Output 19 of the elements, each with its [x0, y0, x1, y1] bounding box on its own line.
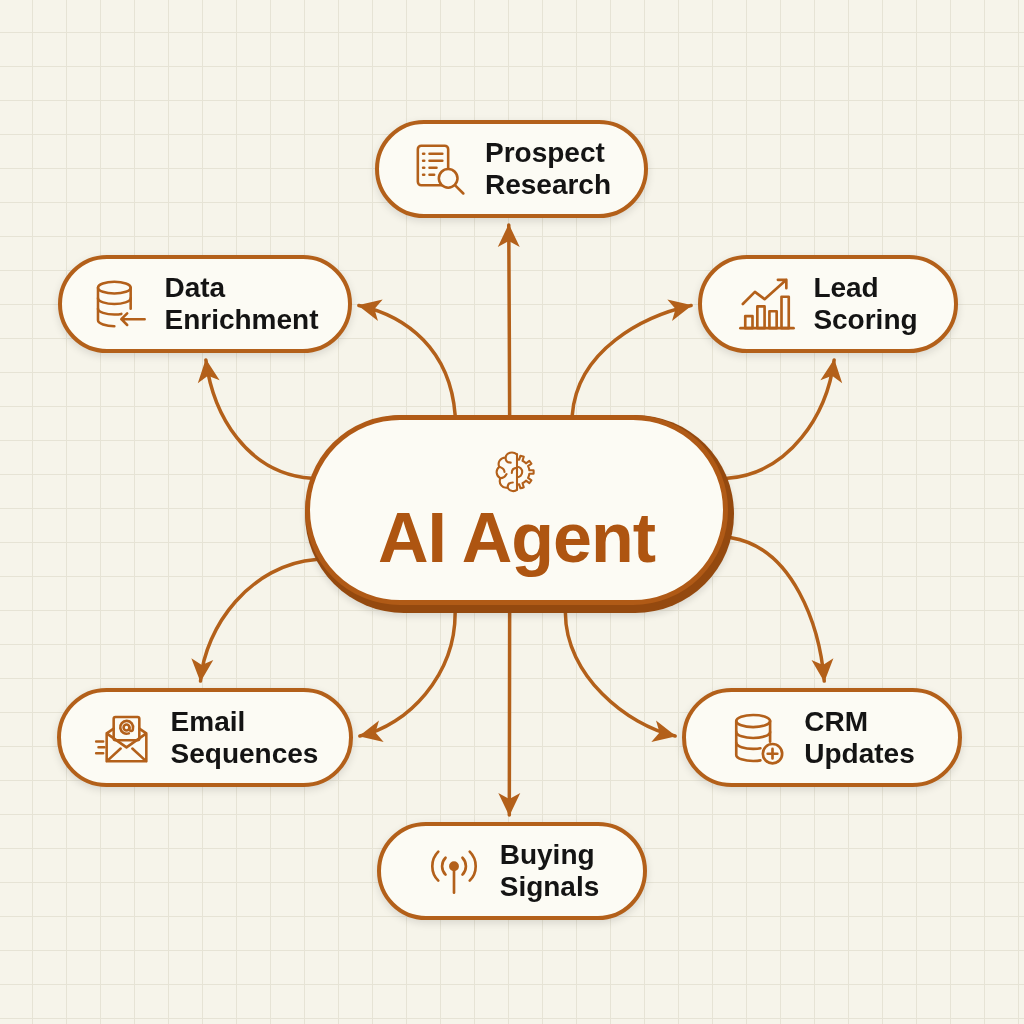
arrow: [498, 611, 521, 817]
pill-node: [377, 822, 647, 920]
arrow: [357, 300, 457, 417]
node-label: Prospect Research: [484, 137, 612, 201]
arrow: [563, 611, 677, 741]
node-label: Lead Scoring: [813, 272, 918, 336]
pill-node: [375, 120, 648, 218]
raised-pill-node: [305, 415, 734, 613]
arrow: [570, 300, 693, 417]
arrow: [358, 611, 457, 741]
node-label: Data Enrichment: [164, 272, 319, 336]
node-label: CRM Updates: [804, 705, 915, 770]
arrow: [729, 536, 833, 683]
node-label: Buying Signals: [499, 839, 600, 903]
pill-node: [682, 688, 962, 787]
arrow: [198, 358, 314, 481]
node-label: Email Sequences: [170, 705, 319, 770]
arrow: [192, 557, 318, 683]
arrow: [497, 223, 520, 417]
